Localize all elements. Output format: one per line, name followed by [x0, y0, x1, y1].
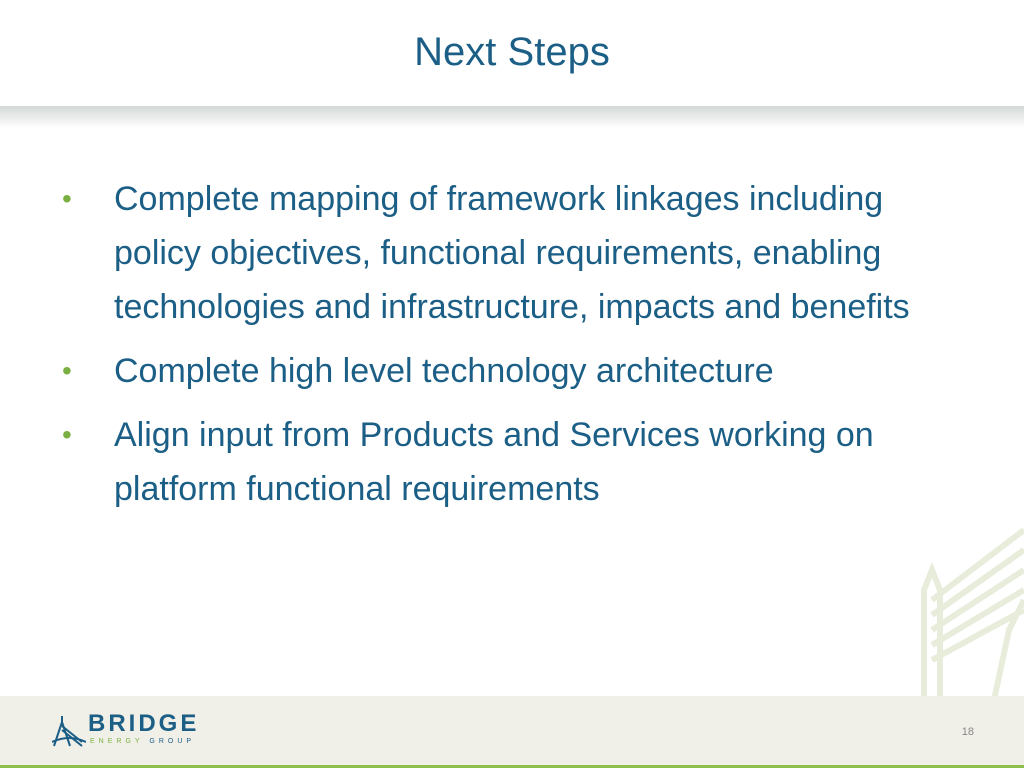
logo-subtitle: ENERGY GROUP [90, 738, 195, 745]
bullet-text: Align input from Products and Services w… [114, 416, 874, 508]
title-band [0, 0, 1024, 108]
company-logo: BRIDGE ENERGY GROUP [52, 710, 222, 750]
logo-sub-energy: ENERGY [90, 738, 144, 745]
bullet-item: • Complete mapping of framework linkages… [58, 172, 978, 334]
bullet-icon: • [62, 355, 72, 386]
logo-wordmark: BRIDGE [88, 710, 200, 737]
bullet-item: • Align input from Products and Services… [58, 408, 978, 516]
bullet-text: Complete high level technology architect… [114, 352, 774, 390]
page-number: 18 [961, 726, 974, 738]
footer: BRIDGE ENERGY GROUP 18 [0, 696, 1024, 768]
logo-sub-group: GROUP [149, 738, 196, 745]
bullet-icon: • [62, 183, 72, 214]
bullet-list: • Complete mapping of framework linkages… [58, 172, 978, 526]
bridge-watermark-icon [921, 527, 1024, 700]
bullet-icon: • [62, 419, 72, 450]
slide-title: Next Steps [414, 30, 610, 74]
title-shadow [0, 106, 1024, 128]
bridge-logo-icon [52, 716, 86, 747]
footer-accent-line [0, 765, 1024, 768]
bullet-item: • Complete high level technology archite… [58, 344, 978, 398]
bullet-text: Complete mapping of framework linkages i… [114, 180, 910, 326]
